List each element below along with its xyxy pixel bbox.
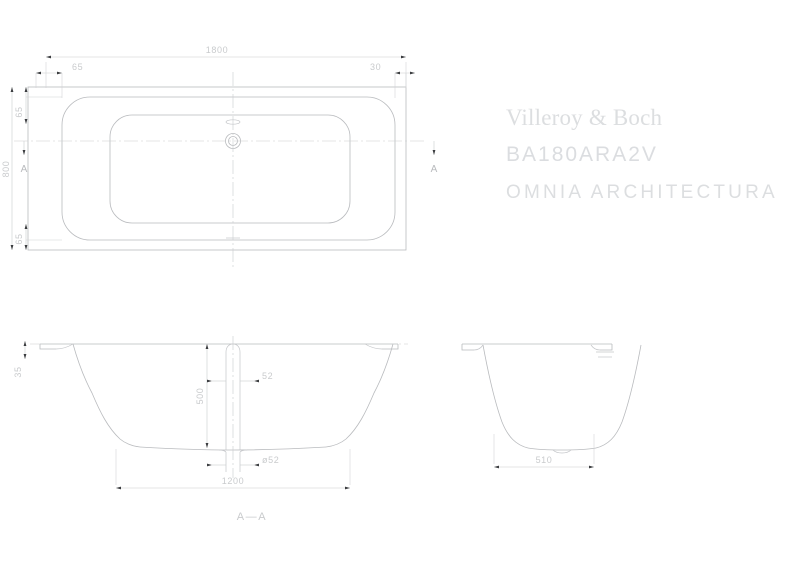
section-right-wall <box>325 343 394 448</box>
dim-overall-length: 1800 <box>45 45 407 88</box>
dim-label-65-bottom: 65 <box>14 233 24 244</box>
section-marker-right: A <box>431 141 438 175</box>
dim-label-35: 35 <box>13 366 23 377</box>
tub-rim-inner-edge <box>61 96 396 241</box>
section-right-lip <box>382 344 399 350</box>
dim-label-1200: 1200 <box>222 476 244 486</box>
section-marker-label-right: A <box>431 164 438 175</box>
dim-base-length: 1200 <box>115 449 351 490</box>
dim-label-500: 500 <box>195 388 205 405</box>
end-bottom <box>527 447 597 451</box>
section-left-lip <box>39 344 56 350</box>
dim-overall-width: 800 <box>1 86 14 250</box>
dim-label-65-top: 65 <box>14 106 24 117</box>
section-left-lip-curve <box>55 343 74 350</box>
end-bottom-notch <box>552 449 572 454</box>
end-right-lip-curve <box>590 344 601 351</box>
dim-overflow-diameter: 52 <box>206 371 273 383</box>
tub-basin-outline <box>109 114 351 224</box>
dim-label-800: 800 <box>1 161 11 178</box>
section-marker-label-left: A <box>21 164 28 175</box>
dim-label-510: 510 <box>536 455 553 465</box>
plan-view-geometry <box>14 72 424 268</box>
brand-name: Villeroy & Boch <box>506 105 663 130</box>
end-right-wall <box>595 344 642 449</box>
dim-base-width: 510 <box>493 434 595 469</box>
dim-rim-top: 65 <box>14 86 62 124</box>
drain-fillet-left <box>218 449 227 453</box>
section-view-geometry <box>30 336 408 478</box>
dim-rim-left: 65 <box>35 62 83 98</box>
dim-rim-right: 30 <box>370 62 415 98</box>
dim-label-30: 30 <box>370 62 381 72</box>
dim-rim-bottom: 65 <box>14 223 62 250</box>
section-marker-left: A <box>21 141 28 175</box>
dim-label-drain-52: ø52 <box>262 455 279 465</box>
section-view-label: A—A <box>237 511 267 523</box>
end-left-lip-curve <box>473 344 484 351</box>
end-left-lip <box>461 344 474 351</box>
dim-label-1800: 1800 <box>206 45 228 55</box>
tub-outer-rim <box>27 86 407 251</box>
end-left-wall <box>482 344 529 449</box>
model-code: BA180ARA2V <box>506 143 658 166</box>
dim-drain-diameter: ø52 <box>206 455 279 467</box>
dim-label-52: 52 <box>262 371 273 381</box>
end-right-lip <box>600 344 613 351</box>
drain-fillet-right <box>239 449 248 453</box>
dim-label-65-left: 65 <box>72 62 83 72</box>
section-left-wall <box>72 343 141 448</box>
section-right-lip-curve <box>364 343 383 350</box>
end-view-geometry <box>461 343 642 454</box>
series-name: OMNIA ARCHITECTURA <box>506 182 778 203</box>
dim-overflow-height: 500 <box>195 343 209 448</box>
dim-rim-thickness: 35 <box>13 340 27 378</box>
